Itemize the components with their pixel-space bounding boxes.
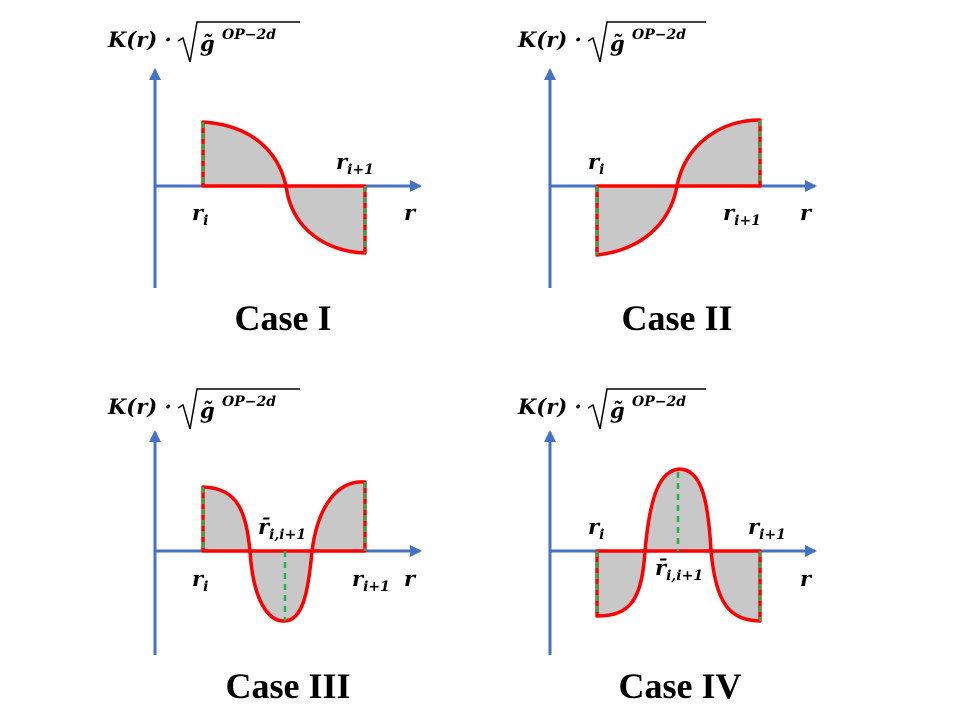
case-title: Case II (621, 298, 732, 338)
label-r-i1: ri+1 (336, 149, 374, 178)
panel-case-1: K(r) · g̃ OP−2d ri ri+1 r Case I (107, 21, 422, 338)
y-axis-label: K(r) · g̃ OP−2d (517, 388, 706, 430)
y-label-g: g̃ (610, 31, 625, 56)
y-axis-label: K(r) · g̃ OP−2d (107, 21, 300, 63)
case-title: Case I (235, 298, 332, 338)
label-r-i: ri (192, 200, 208, 229)
y-label-main: K(r) · (107, 27, 172, 52)
x-axis-label: r (800, 200, 813, 225)
shaded-region (201, 120, 367, 255)
x-axis-label: r (800, 566, 813, 591)
y-label-sup: OP−2d (632, 27, 686, 43)
y-label-main: K(r) · (517, 27, 582, 52)
y-label-sup: OP−2d (222, 27, 276, 43)
label-r-i: ri (192, 566, 208, 595)
sqrt-sign (587, 21, 706, 63)
y-label-g: g̃ (200, 398, 215, 423)
label-r-bar: r̄i,i+1 (655, 555, 703, 584)
x-axis-label: r (404, 200, 417, 225)
shaded-region (595, 118, 762, 257)
y-label-sup: OP−2d (632, 394, 686, 410)
label-r-i1: ri+1 (723, 200, 761, 229)
y-label-g: g̃ (610, 398, 625, 423)
case-title: Case IV (619, 666, 742, 706)
case-title: Case III (225, 666, 350, 706)
label-r-i: ri (588, 514, 604, 543)
label-r-i: ri (588, 149, 604, 178)
label-r-i1: ri+1 (352, 566, 390, 595)
y-label-sup: OP−2d (222, 394, 276, 410)
y-label-g: g̃ (200, 31, 215, 56)
y-label-main: K(r) · (107, 394, 172, 419)
shaded-region (595, 467, 762, 623)
sqrt-sign (587, 388, 706, 430)
y-axis-label: K(r) · g̃ OP−2d (107, 388, 300, 430)
label-r-bar: r̄i,i+1 (258, 514, 306, 543)
panel-case-4: K(r) · g̃ OP−2d ri r̄i,i+1 ri+1 r Case I… (517, 388, 817, 706)
y-label-main: K(r) · (517, 394, 582, 419)
panel-case-2: K(r) · g̃ OP−2d ri ri+1 r Case II (517, 21, 817, 338)
sqrt-sign (177, 388, 300, 430)
x-axis-label: r (404, 566, 417, 591)
y-axis-label: K(r) · g̃ OP−2d (517, 21, 706, 63)
panel-case-3: K(r) · g̃ OP−2d ri r̄i,i+1 ri+1 r Case I… (107, 388, 422, 706)
sqrt-sign (177, 21, 300, 63)
label-r-i1: ri+1 (748, 514, 786, 543)
